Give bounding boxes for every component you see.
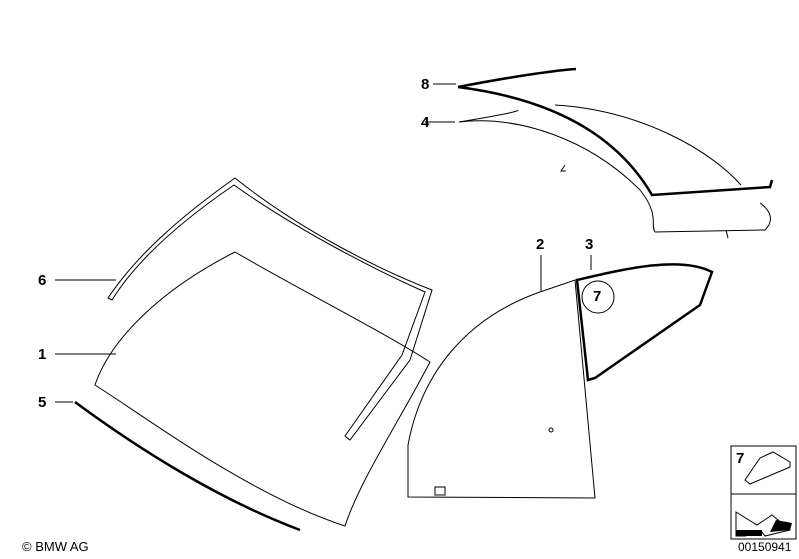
copyright: © BMW AG (22, 539, 89, 554)
part-7-callout-circle (581, 280, 615, 314)
diagram-number: 00150941 (738, 540, 792, 554)
legend-box (730, 445, 797, 540)
callout-8: 8 (421, 76, 430, 93)
windshield-part-1 (55, 251, 431, 527)
callout-5: 5 (38, 394, 47, 411)
callout-4: 4 (421, 114, 430, 131)
side-window-part-2 (407, 255, 596, 499)
callout-1: 1 (38, 346, 47, 363)
part-7-clip-icon (744, 451, 791, 485)
rear-window-part-4 (425, 104, 771, 239)
callout-2: 2 (536, 236, 545, 253)
windshield-trim-part-6 (55, 177, 433, 441)
rear-window-trim-part-8 (433, 67, 774, 197)
legend-callout-7: 7 (736, 450, 745, 467)
callout-6: 6 (38, 272, 47, 289)
quarter-window-part-3 (575, 255, 714, 382)
callout-7-circle: 7 (593, 288, 602, 305)
callout-3: 3 (585, 236, 594, 253)
windshield-lower-trim-part-5 (55, 400, 301, 532)
